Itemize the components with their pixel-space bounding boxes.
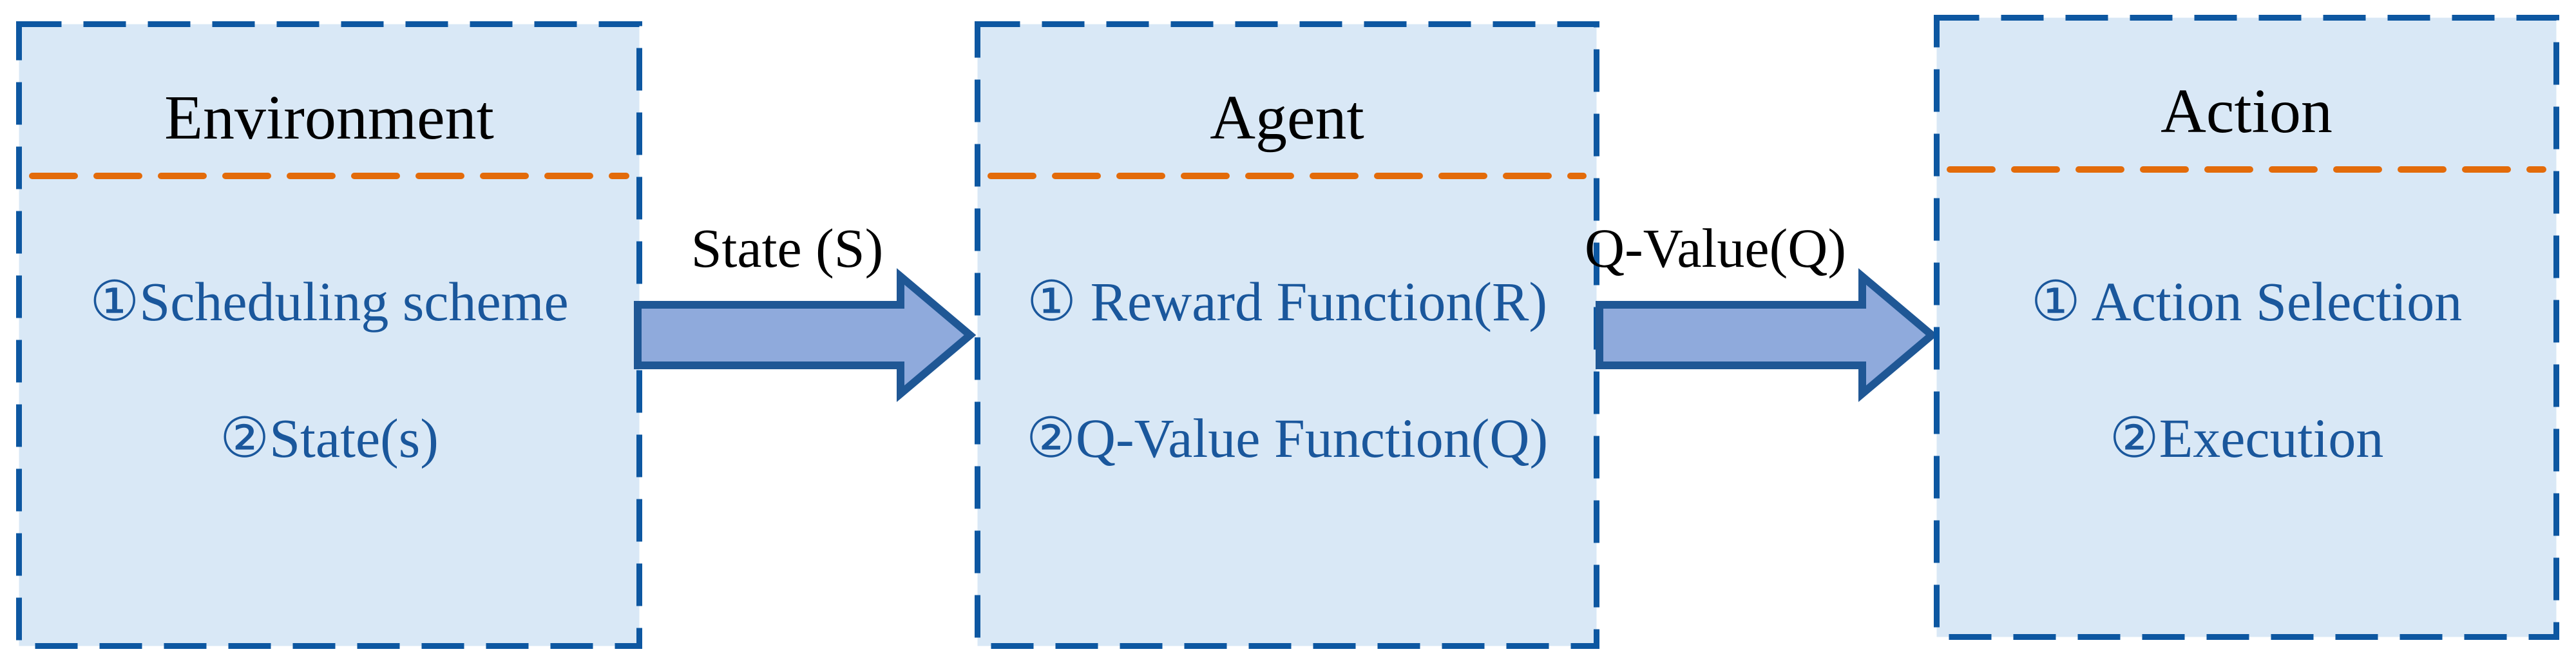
action-box-frame	[1934, 15, 2559, 640]
dashed-border	[16, 21, 642, 649]
q-value-arrow-icon	[1596, 268, 1938, 402]
environment-item-scheduling-scheme: ①Scheduling scheme	[90, 271, 569, 332]
action-item-execution: ②Execution	[2109, 407, 2384, 469]
agent-box: Agent ① Reward Function(R) ②Q-Value Func…	[975, 21, 1599, 649]
environment-item-state: ②State(s)	[220, 407, 439, 469]
state-arrow-icon	[634, 268, 977, 402]
right-arrow-shape	[1596, 268, 1938, 402]
q-value-arrow-label: Q-Value(Q)	[1585, 217, 1846, 279]
environment-title: Environment	[164, 83, 494, 153]
agent-item-reward-function: ① Reward Function(R)	[1027, 271, 1547, 332]
dashed-border	[1934, 15, 2559, 640]
agent-box-frame	[975, 21, 1599, 649]
state-arrow-label: State (S)	[691, 217, 884, 279]
action-title: Action	[2161, 77, 2333, 146]
agent-item-qvalue-function: ②Q-Value Function(Q)	[1026, 407, 1549, 469]
dashed-border	[975, 21, 1599, 649]
right-arrow-shape	[634, 268, 977, 402]
environment-box-frame	[16, 21, 642, 649]
environment-box: Environment ①Scheduling scheme ②State(s)	[16, 21, 642, 649]
agent-title: Agent	[1210, 83, 1364, 153]
action-item-action-selection: ① Action Selection	[2030, 271, 2463, 332]
action-box: Action ① Action Selection ②Execution	[1934, 15, 2559, 640]
